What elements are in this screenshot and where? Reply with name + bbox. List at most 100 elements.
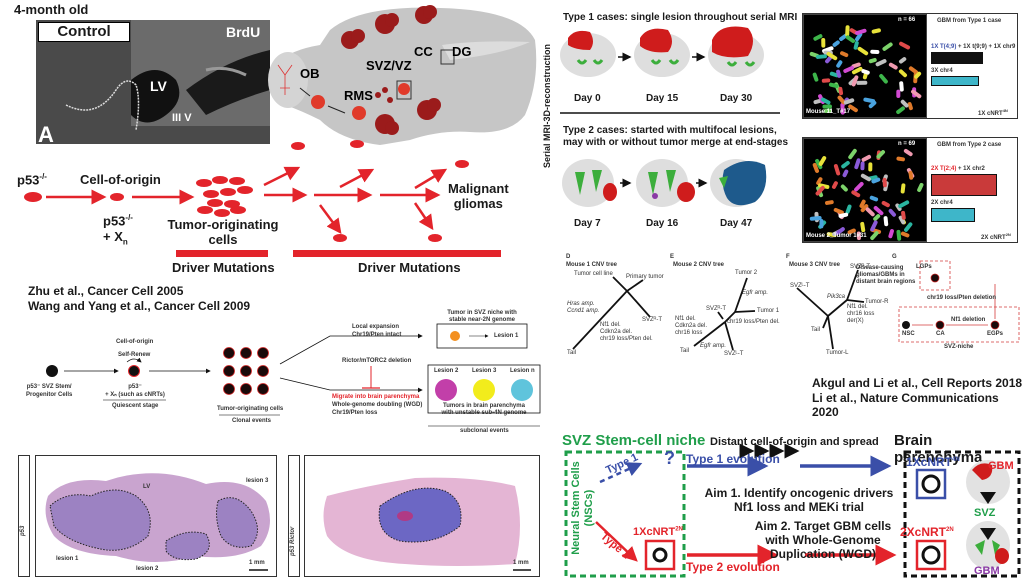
chromosome: [822, 104, 833, 109]
migrating-cell: [311, 95, 325, 109]
stem-cell-dot: [46, 365, 58, 377]
quiescent-label: Quiescent stage: [112, 403, 159, 409]
small-lesion: [652, 193, 658, 199]
tumor: [677, 182, 695, 202]
chromosome: [833, 207, 844, 215]
chromosome: [861, 154, 872, 162]
chromosome: [870, 49, 880, 54]
lesion-3-outline: [216, 497, 258, 548]
chromosome: [896, 156, 905, 162]
origin-dot: [128, 365, 140, 377]
chromosome: [896, 229, 902, 241]
chromosome: [882, 177, 887, 188]
lesion1-dot: [450, 331, 460, 341]
flow-arrow: [263, 166, 301, 187]
self-renew-arrow: [126, 357, 142, 363]
tumor-outline: [378, 487, 462, 543]
tree-d-blue-events: Nf1 del.Cdkn2a del.chr19 loss/Pten del.: [600, 322, 653, 343]
chromosome-spread-2: [809, 148, 924, 241]
tree-f-title: Mouse 3 CNV tree: [789, 262, 841, 268]
disease-line3: distant brain regions: [856, 279, 916, 285]
driver-bar-1: [176, 250, 268, 257]
kary1-cnrt-text: 1X cNRT: [978, 111, 1003, 117]
kary1-row1-blue: 1X T(4;9): [931, 44, 957, 50]
tree-e: [693, 277, 756, 351]
kary2-strip-2: [931, 208, 975, 222]
lesion-1-label: lesion 1: [56, 556, 79, 562]
corpus-callosum-shape: [442, 41, 530, 60]
chromosome: [829, 71, 839, 78]
chromosome: [843, 98, 855, 105]
chr19-intact-text: Chr19/Pten intact: [352, 332, 402, 338]
chromosome: [813, 34, 823, 41]
nf1-deletion-label: Nf1 deletion: [951, 317, 986, 323]
cnrt-2x-cell: [921, 545, 941, 565]
brdu-label: BrdU: [226, 24, 261, 40]
tree-d-node-svz: SVZᴿ-T: [642, 317, 663, 323]
cell-of-origin-label: Cell-of-origin: [80, 172, 161, 187]
cnrt-2n-box: [644, 539, 676, 571]
aim2-line1: Aim 2. Target GBM cells: [754, 519, 892, 533]
tree-f-node-tumorl: Tumor-L: [826, 350, 849, 356]
spectral-karyotype-2: [803, 138, 927, 242]
third-ventricle-label: III V: [172, 112, 192, 124]
diagram-g: [898, 260, 1020, 343]
tree-f-node-svzl: SVZᴸ-T: [790, 283, 810, 289]
aim2-line2: with Whole-Genome: [765, 533, 881, 547]
kary2-strip-1: [931, 174, 997, 196]
ventricles: [650, 59, 680, 65]
tumor: [568, 30, 593, 50]
lgps-label: LGPs: [916, 264, 932, 270]
disease-line1: Disease-causing: [856, 265, 904, 271]
tumor: [712, 26, 753, 58]
chromosome: [815, 54, 827, 59]
chromosome: [901, 210, 906, 220]
chromosome: [857, 46, 869, 56]
chromosome: [900, 99, 909, 108]
kary2-row1-rest: + 1X chr2: [958, 166, 985, 172]
chromosome: [820, 97, 831, 105]
kary2-row2-label: 2X chr4: [931, 200, 953, 206]
chr19-deletion-label: chr19 loss/Pten deletion: [927, 295, 997, 301]
local-expansion-text: Local expansion: [352, 324, 400, 330]
nf1-del-f: Nf1 del.: [847, 304, 868, 310]
chromosome: [898, 69, 908, 78]
chromosome: [840, 51, 849, 58]
egps-label: EGPs: [987, 331, 1004, 337]
chromosome: [845, 35, 856, 43]
stem-label-line2: Progenitor Cells: [26, 392, 73, 398]
plus-x-sub: n: [122, 237, 128, 247]
type2-day-7: Day 7: [574, 218, 601, 229]
hras-amp: Hras amp.: [567, 301, 595, 307]
cc-label: CC: [414, 44, 433, 59]
p53-label: p53-/-: [17, 172, 47, 187]
panel-letter-a: A: [38, 122, 54, 147]
rms-arrow: [327, 105, 346, 114]
type1-evolution-label: Type 1 evolution: [686, 452, 780, 466]
nf1-del: Nf1 del.: [600, 322, 621, 328]
ventricle-extension: [186, 50, 270, 115]
chromosome: [876, 150, 886, 159]
chromosome: [865, 207, 875, 217]
left-genotype-label: p53: [20, 525, 26, 536]
cnrt-2n-text: 1XcNRT: [633, 526, 676, 538]
chromosome: [851, 66, 863, 75]
tumor-cell-grid: [223, 347, 269, 395]
control-label: Control: [38, 22, 130, 42]
chromosome: [883, 216, 889, 227]
chromosome: [870, 220, 878, 232]
chromosome: [911, 89, 922, 99]
tumor-originating-text: Tumor-originating: [167, 217, 279, 232]
self-renew-label: Self-Renew: [118, 352, 151, 358]
kary2-cnrt-text: 2X cNRT: [981, 235, 1006, 241]
tree-d-node-cellline: Tumor cell line: [574, 271, 613, 277]
brdu-signal: [65, 80, 140, 131]
chromosome: [828, 82, 839, 89]
lesion-1-outline: [49, 489, 151, 551]
brain-body: [276, 7, 537, 145]
nsc-label: NSC: [902, 331, 915, 337]
tumor-originating-cluster: [196, 176, 253, 217]
